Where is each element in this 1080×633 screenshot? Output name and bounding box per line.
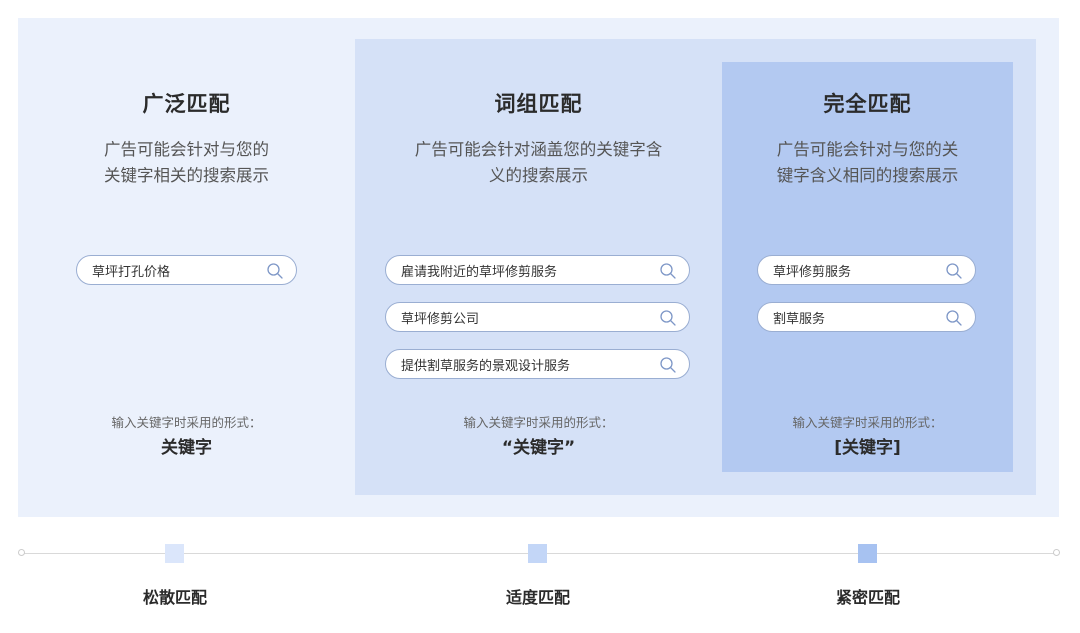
search-query-text: 草坪修剪公司 (401, 311, 480, 327)
phrase-match-column: 词组匹配 广告可能会针对涵盖您的关键字含 义的搜索展示 雇请我附近的草坪修剪服务… (355, 0, 722, 517)
search-icon (660, 263, 676, 279)
form-label: 输入关键字时采用的形式： (463, 415, 614, 430)
description-line: 义的搜索展示 (489, 166, 588, 185)
search-query-pill[interactable]: 草坪修剪服务 (757, 255, 976, 285)
column-title: 完全匹配 (823, 92, 912, 116)
search-icon (660, 357, 676, 373)
search-query-text: 提供割草服务的景观设计服务 (401, 358, 571, 374)
keyword-form-value: [关键字] (834, 438, 901, 458)
search-query-pill[interactable]: 割草服务 (757, 302, 976, 332)
loose-match-label: 松散匹配 (142, 588, 207, 607)
search-query-pill[interactable]: 草坪修剪公司 (385, 302, 690, 332)
search-query-pill[interactable]: 雇请我附近的草坪修剪服务 (385, 255, 690, 285)
search-query-pill[interactable]: 提供割草服务的景观设计服务 (385, 349, 690, 379)
search-query-text: 割草服务 (773, 311, 826, 327)
tight-match-label: 紧密匹配 (835, 588, 900, 607)
column-description: 广告可能会针对与您的关 键字含义相同的搜索展示 (722, 137, 1013, 189)
moderate-match-marker (528, 544, 547, 563)
search-icon (946, 263, 962, 279)
search-query-text: 雇请我附近的草坪修剪服务 (401, 264, 558, 280)
search-query-pill[interactable]: 草坪打孔价格 (76, 255, 297, 285)
column-title: 词组匹配 (494, 92, 583, 116)
column-description: 广告可能会针对与您的 关键字相关的搜索展示 (18, 137, 355, 189)
form-label: 输入关键字时采用的形式： (111, 415, 262, 430)
keyword-form-value: “关键字” (501, 438, 576, 458)
search-icon (660, 310, 676, 326)
broad-match-column: 广泛匹配 广告可能会针对与您的 关键字相关的搜索展示 草坪打孔价格 输入关键字时… (18, 0, 355, 517)
exact-match-column: 完全匹配 广告可能会针对与您的关 键字含义相同的搜索展示 草坪修剪服务 割草服务… (722, 0, 1013, 517)
search-icon (267, 263, 283, 279)
tight-match-marker (858, 544, 877, 563)
description-line: 广告可能会针对与您的关 (776, 140, 959, 159)
loose-match-marker (165, 544, 184, 563)
description-line: 关键字相关的搜索展示 (104, 166, 269, 185)
form-label: 输入关键字时采用的形式： (792, 415, 943, 430)
timeline-start-dot (18, 549, 25, 556)
description-line: 广告可能会针对与您的 (104, 140, 269, 159)
search-query-text: 草坪打孔价格 (92, 264, 171, 280)
description-line: 广告可能会针对涵盖您的关键字含 (414, 140, 663, 159)
moderate-match-label: 适度匹配 (505, 588, 570, 607)
description-line: 键字含义相同的搜索展示 (776, 166, 959, 185)
column-description: 广告可能会针对涵盖您的关键字含 义的搜索展示 (355, 137, 722, 189)
search-query-text: 草坪修剪服务 (773, 264, 852, 280)
column-title: 广泛匹配 (142, 92, 231, 116)
keyword-form-value: 关键字 (161, 438, 212, 458)
search-icon (946, 310, 962, 326)
timeline-end-dot (1053, 549, 1060, 556)
